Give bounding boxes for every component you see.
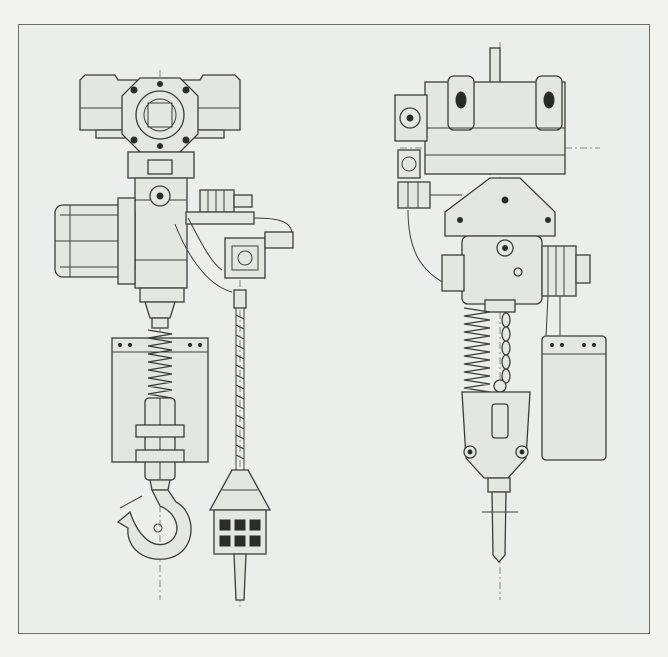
brake: [185, 189, 255, 225]
gearbox: [394, 94, 462, 291]
load-chain: [493, 312, 511, 393]
front-view: [54, 70, 294, 610]
hook-shank: [482, 477, 518, 563]
chain-container: [541, 295, 607, 461]
trolley-wheels: [424, 75, 566, 175]
side-view: [394, 42, 607, 600]
pendant-controller: [208, 469, 272, 601]
load-chain-spring: [147, 329, 173, 399]
hook: [116, 489, 192, 560]
control-box: [174, 217, 294, 293]
motor: [54, 197, 136, 285]
load-chain-spring: [463, 307, 491, 393]
motor: [441, 245, 591, 313]
hook-block: [135, 397, 185, 491]
chain-guide: [139, 287, 185, 329]
gear-housing: [121, 77, 199, 153]
hoist-body: [444, 177, 556, 305]
hook-block: [461, 391, 531, 479]
hoist-body: [127, 151, 195, 289]
control-cable: [233, 289, 247, 470]
